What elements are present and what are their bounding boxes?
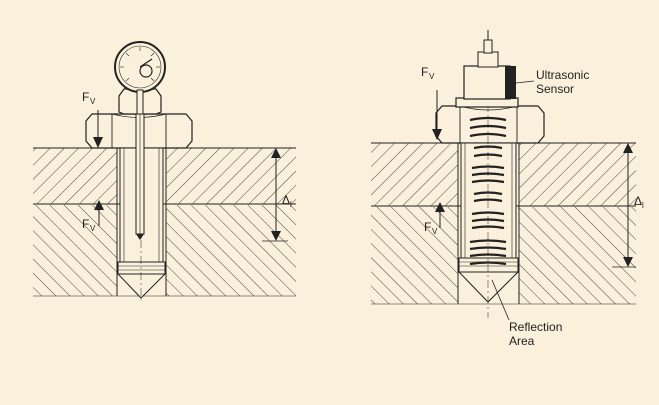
left-assembly: F V F V Δ l — [33, 41, 296, 300]
right-force-bottom-symbol: F — [424, 220, 431, 234]
right-force-top-sub: V — [429, 72, 435, 81]
sensor-label-line1: Ultrasonic — [536, 68, 589, 82]
right-lower-plate — [371, 205, 636, 305]
ultrasonic-sensor — [455, 30, 519, 108]
ultrasonic-waves — [469, 116, 507, 266]
left-lower-plate — [33, 203, 296, 297]
measuring-rod — [135, 113, 145, 240]
right-elongation-dimension — [612, 142, 636, 268]
right-bolt-head — [435, 105, 545, 144]
right-elongation-sub: l — [642, 201, 644, 210]
reflection-leader-line — [491, 279, 510, 321]
right-force-bottom-sub: V — [432, 227, 438, 236]
right-force-bottom-arrow — [435, 202, 445, 228]
reflection-label-line2: Area — [509, 334, 535, 348]
left-elongation-dimension — [262, 147, 288, 242]
left-upper-plate — [33, 147, 296, 204]
sensor-label-line2: Sensor — [536, 82, 574, 96]
right-elongation-symbol: Δ — [634, 194, 642, 208]
left-elongation-symbol: Δ — [282, 193, 290, 207]
left-elongation-sub: l — [290, 200, 292, 209]
right-force-top-arrow — [432, 90, 442, 140]
left-force-top-symbol: F — [82, 90, 89, 104]
right-force-top-symbol: F — [421, 65, 428, 79]
right-upper-plate — [371, 142, 636, 206]
dial-gauge — [114, 41, 166, 117]
left-force-bottom-symbol: F — [82, 217, 89, 231]
left-force-top-arrow — [93, 110, 103, 148]
left-force-bottom-arrow — [94, 200, 104, 226]
reflection-label-line1: Reflection — [509, 320, 562, 334]
left-force-bottom-sub: V — [90, 224, 96, 233]
right-assembly: F V F V Δ l Ultrasonic Sensor Reflection… — [371, 30, 644, 348]
left-force-top-sub: V — [90, 97, 96, 106]
sensor-leader-line — [515, 80, 535, 84]
